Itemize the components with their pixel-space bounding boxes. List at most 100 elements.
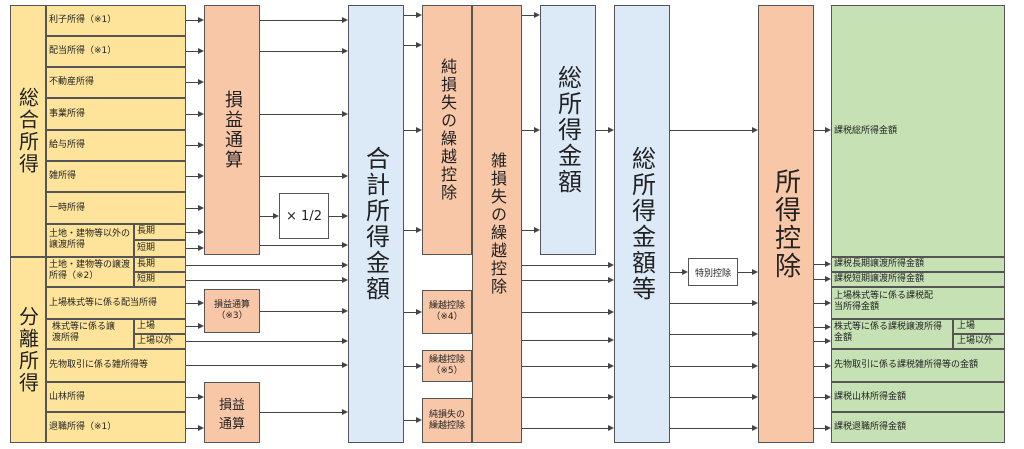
arrow-right-icon: [534, 12, 540, 18]
arrow-right-icon: [198, 142, 204, 148]
connector-line: [522, 265, 608, 266]
connector-line: [260, 311, 342, 312]
stock-other-cell: [134, 334, 186, 349]
connector-line: [186, 176, 198, 177]
connector-line: [814, 264, 825, 265]
sogo-item-label: 配当所得（※1）: [49, 46, 117, 56]
arrow-right-icon: [198, 394, 204, 400]
arrow-right-icon: [342, 277, 348, 283]
connector-line: [186, 232, 198, 233]
land-bunri-short-label: 短期: [137, 274, 156, 284]
soneki-tsusan-3-box: 損益通算（※3）: [204, 289, 260, 333]
connector-line: [814, 397, 825, 398]
connector-line: [186, 208, 198, 209]
zatsu-sonshitsu-box: 雑損失の繰越控除: [472, 5, 522, 443]
connector-line: [186, 265, 342, 266]
result-r6-label: 先物取引に係る課税雑所得等の金額: [834, 360, 979, 370]
arrow-right-icon: [825, 338, 831, 344]
arrow-right-icon: [198, 205, 204, 211]
arrow-right-icon: [198, 323, 204, 329]
sogo-item-label: 利子所得（※1）: [49, 15, 117, 25]
stock-row: [46, 319, 134, 349]
connector-line: [814, 130, 825, 131]
listed-dividend-label: 上場株式等に係る配当所得: [49, 298, 158, 308]
bunri-group-label: 分離所得: [15, 306, 40, 394]
land-bunri-short-cell: [134, 272, 186, 287]
result-r5a-cell: [953, 319, 1005, 334]
stock-listed-label: 上場: [137, 321, 156, 331]
arrow-right-icon: [342, 338, 348, 344]
connector-line: [186, 51, 198, 52]
result-r4: [831, 287, 1005, 319]
soneki-tsusan-bottom-box: 損益通算: [204, 382, 260, 443]
arrow-right-icon: [416, 363, 422, 369]
arrow-right-icon: [198, 48, 204, 54]
tokubetsu-kojo-box: 特別控除: [688, 258, 738, 286]
land-bunri-long-label: 長期: [137, 259, 156, 269]
connector-line: [404, 366, 416, 367]
result-r5b-cell: [953, 334, 1005, 349]
arrow-right-icon: [198, 79, 204, 85]
land-sogo-short-cell: [134, 240, 186, 257]
result-r7: [831, 382, 1005, 412]
multiply-half-box: × 1/2: [279, 193, 329, 239]
arrow-right-icon: [416, 227, 422, 233]
sogo-item-label: 給与所得: [49, 140, 86, 150]
connector-line: [186, 20, 198, 21]
arrow-right-icon: [198, 229, 204, 235]
connector-line: [260, 412, 342, 413]
connector-line: [260, 20, 342, 21]
arrow-right-icon: [608, 394, 614, 400]
connector-line: [814, 341, 825, 342]
result-r5a-label: 上場: [957, 321, 976, 331]
connector-line: [522, 280, 608, 281]
arrow-right-icon: [342, 213, 348, 219]
sogo-item-row: [46, 5, 186, 36]
connector-line: [670, 366, 752, 367]
connector-line: [596, 130, 608, 131]
sanrin-row: [46, 382, 186, 412]
result-r5: [831, 319, 953, 349]
arrow-right-icon: [534, 127, 540, 133]
connector-line: [814, 303, 825, 304]
connector-line: [186, 303, 198, 304]
arrow-right-icon: [342, 17, 348, 23]
arrow-right-icon: [608, 277, 614, 283]
result-r8-label: 課税退職所得金額: [834, 422, 907, 432]
connector-line: [522, 428, 608, 429]
connector-line: [404, 420, 416, 421]
arrow-right-icon: [752, 363, 758, 369]
connector-line: [404, 45, 416, 46]
arrow-right-icon: [416, 309, 422, 315]
arrow-right-icon: [534, 227, 540, 233]
connector-line: [260, 114, 342, 115]
result-r8: [831, 412, 1005, 443]
land-sogo-row: [46, 224, 134, 257]
arrow-right-icon: [198, 173, 204, 179]
result-r2: [831, 257, 1005, 272]
futures-label: 先物取引に係る雑所得等: [49, 360, 149, 370]
arrow-right-icon: [608, 309, 614, 315]
arrow-right-icon: [342, 262, 348, 268]
arrow-right-icon: [752, 269, 758, 275]
arrow-right-icon: [825, 127, 831, 133]
soneki-tsusan-box: 損益通算: [204, 5, 260, 255]
connector-line: [186, 248, 198, 249]
connector-line: [404, 230, 416, 231]
result-r2-label: 課税長期譲渡所得金額: [834, 259, 925, 269]
connector-line: [670, 334, 752, 335]
arrow-right-icon: [752, 127, 758, 133]
connector-line: [670, 397, 752, 398]
result-r5b-label: 上場以外: [957, 336, 994, 346]
shotoku-kojo-box: 所得控除: [758, 5, 814, 443]
land-bunri-label: 土地・建物等の譲渡所得（※2）: [49, 260, 131, 281]
sogo-item-label: 事業所得: [49, 109, 86, 119]
sogo-group-box: [10, 5, 46, 257]
connector-line: [522, 340, 608, 341]
arrow-right-icon: [752, 394, 758, 400]
arrow-right-icon: [825, 425, 831, 431]
connector-line: [404, 15, 416, 16]
sogo-item-row: [46, 130, 186, 161]
connector-line: [814, 279, 825, 280]
connector-line: [186, 114, 198, 115]
